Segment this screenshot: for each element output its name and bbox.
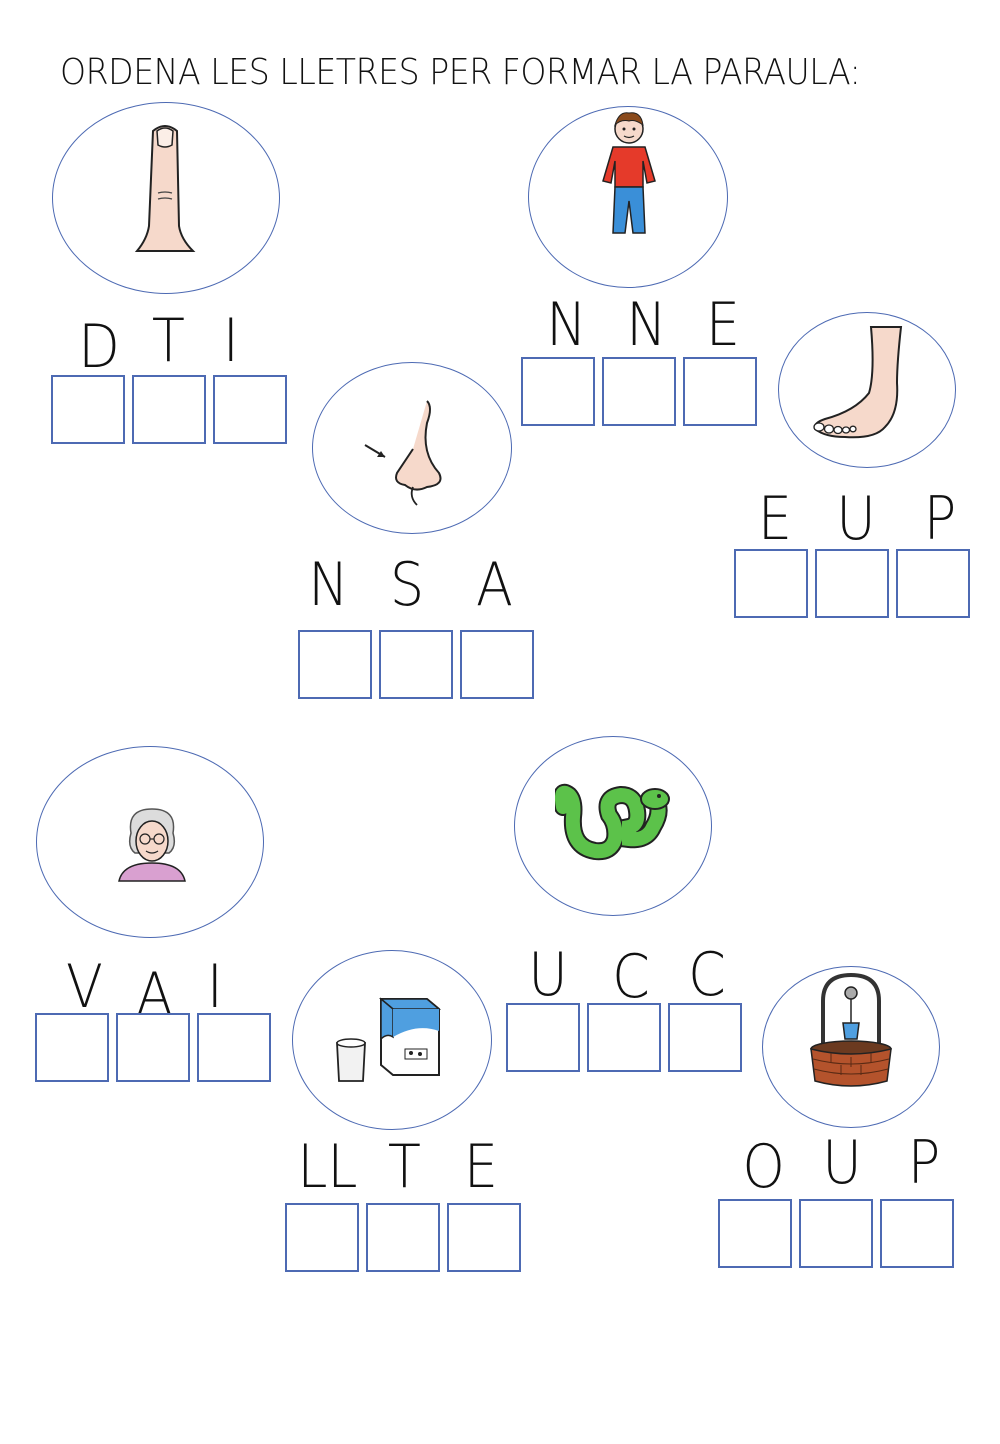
answer-box[interactable] [602,357,676,426]
letter: U [836,484,876,554]
answer-box[interactable] [379,630,453,699]
grandmother-icon [118,808,186,882]
letter: U [822,1128,862,1198]
answer-box[interactable] [718,1199,792,1268]
answer-box[interactable] [51,375,125,444]
nose-icon [364,400,442,506]
letter: C [612,942,650,1012]
picture-grandmother [36,746,264,938]
letter: A [476,550,513,620]
picture-worm [514,736,712,916]
letters-group: O U P [718,1128,958,1202]
answer-box[interactable] [683,357,757,426]
picture-milk [292,950,492,1130]
answer-boxes [521,357,764,426]
letter: N [308,550,349,620]
letter: E [463,1132,499,1202]
letter: D [78,312,120,382]
letter: N [626,290,667,360]
letters-group: U C C [506,940,746,1012]
answer-boxes [35,1013,278,1082]
letter: V [66,952,103,1022]
letter: E [757,484,793,554]
picture-finger [52,102,280,294]
letter: P [907,1128,941,1198]
answer-box[interactable] [506,1003,580,1072]
letter: I [222,306,239,376]
letter: O [742,1132,785,1202]
picture-boy [528,106,728,288]
answer-box[interactable] [521,357,595,426]
answer-boxes [734,549,977,618]
letters-group: N N E [520,290,760,360]
answer-box[interactable] [460,630,534,699]
answer-box[interactable] [298,630,372,699]
answer-box[interactable] [213,375,287,444]
letters-group: V A I [36,952,276,1030]
answer-box[interactable] [366,1203,440,1272]
boy-icon [602,112,656,234]
well-icon [810,972,892,1087]
answer-box[interactable] [799,1199,873,1268]
letters-group: D T I [52,306,292,382]
letter: T [151,306,185,376]
picture-nose [312,362,512,534]
letters-group: E U P [734,484,974,554]
picture-well [762,966,940,1128]
letter: C [688,940,726,1010]
letter: P [923,484,957,554]
answer-boxes [285,1203,528,1272]
foot-icon [813,326,903,439]
answer-boxes [718,1199,961,1268]
letter: I [206,952,223,1022]
answer-box[interactable] [132,375,206,444]
letters-group: LL T E [286,1132,526,1202]
answer-box[interactable] [197,1013,271,1082]
answer-box[interactable] [587,1003,661,1072]
answer-boxes [298,630,541,699]
answer-box[interactable] [880,1199,954,1268]
answer-boxes [506,1003,749,1072]
finger-icon [134,125,196,252]
answer-boxes [51,375,294,444]
answer-box[interactable] [815,549,889,618]
letter: N [546,290,587,360]
worm-icon [555,783,670,861]
letter: T [387,1132,421,1202]
letters-group: N S A [298,550,538,620]
milk-icon [336,997,442,1082]
picture-foot [778,312,956,468]
answer-box[interactable] [447,1203,521,1272]
answer-box[interactable] [734,549,808,618]
answer-box[interactable] [668,1003,742,1072]
answer-box[interactable] [35,1013,109,1082]
letter: U [528,940,568,1010]
answer-box[interactable] [116,1013,190,1082]
page-title: ORDENA LES LLETRES PER FORMAR LA PARAULA… [60,52,861,93]
answer-box[interactable] [285,1203,359,1272]
letter: LL [297,1132,358,1202]
letter: E [705,290,741,360]
answer-box[interactable] [896,549,970,618]
letter: S [389,550,425,620]
